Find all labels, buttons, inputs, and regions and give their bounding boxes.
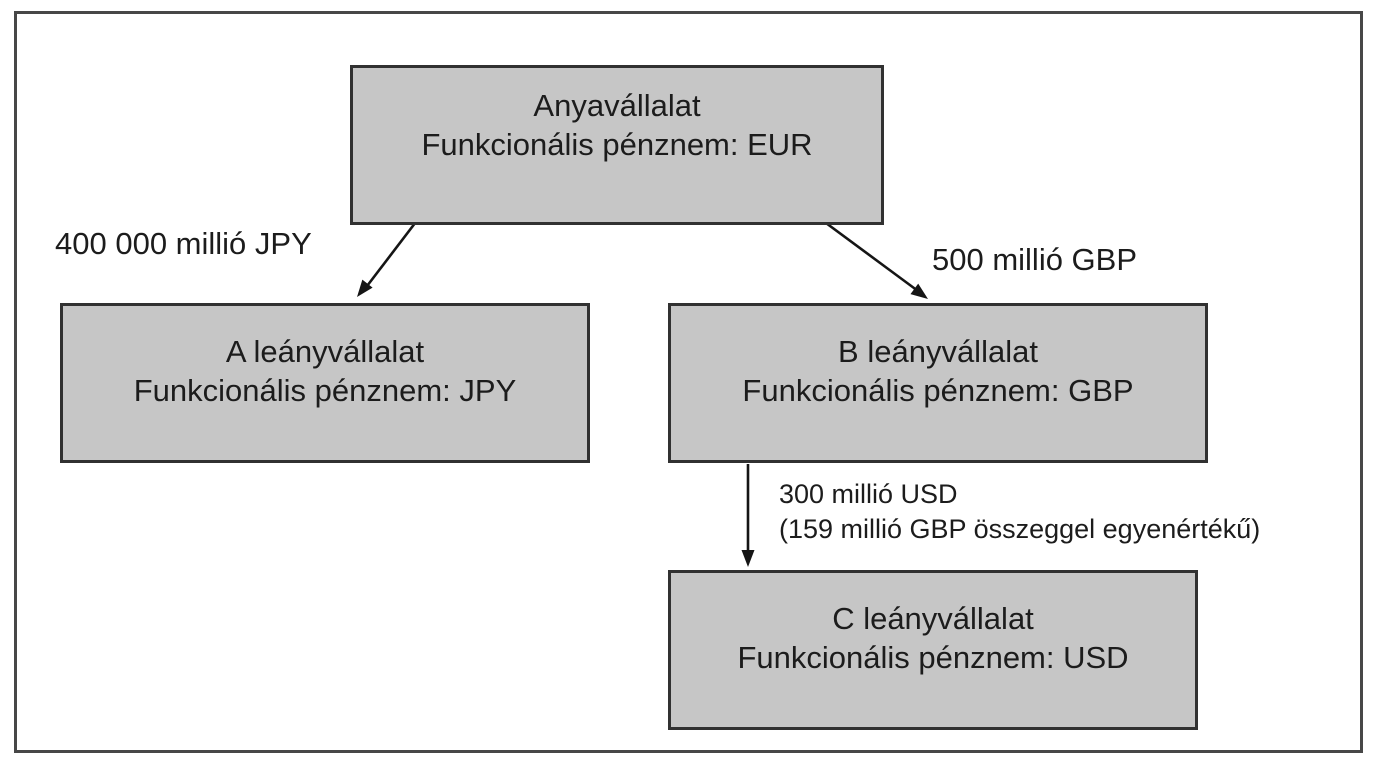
node-subsidiary-c-subtitle: Funkcionális pénznem: USD bbox=[737, 640, 1129, 675]
edge-label-parent-to-b: 500 millió GBP bbox=[932, 242, 1138, 277]
node-parent-title: Anyavállalat bbox=[533, 88, 701, 123]
node-parent-subtitle: Funkcionális pénznem: EUR bbox=[421, 127, 813, 162]
node-subsidiary-b: B leányvállalat Funkcionális pénznem: GB… bbox=[668, 303, 1208, 463]
node-subsidiary-b-title: B leányvállalat bbox=[838, 334, 1038, 369]
node-subsidiary-a-subtitle: Funkcionális pénznem: JPY bbox=[133, 373, 517, 408]
node-subsidiary-a-title: A leányvállalat bbox=[225, 334, 425, 369]
arrowhead-parent-to-a bbox=[357, 279, 373, 297]
node-parent-company: Anyavállalat Funkcionális pénznem: EUR bbox=[350, 65, 884, 225]
edge-label-b-to-c-equivalent: (159 millió GBP összeggel egyenértékű) bbox=[779, 514, 1261, 544]
edge-label-b-to-c: 300 millió USD (159 millió GBP összeggel… bbox=[779, 477, 1260, 547]
diagram-frame bbox=[14, 11, 1363, 753]
edge-label-parent-to-a: 400 000 millió JPY bbox=[55, 226, 312, 261]
node-subsidiary-a: A leányvállalat Funkcionális pénznem: JP… bbox=[60, 303, 590, 463]
node-subsidiary-b-subtitle: Funkcionális pénznem: GBP bbox=[742, 373, 1134, 408]
arrowhead-parent-to-b bbox=[910, 283, 928, 299]
node-subsidiary-c-title: C leányvállalat bbox=[832, 601, 1034, 636]
edge-label-b-to-c-amount: 300 millió USD bbox=[779, 479, 958, 509]
node-subsidiary-c: C leányvállalat Funkcionális pénznem: US… bbox=[668, 570, 1198, 730]
arrowhead-b-to-c bbox=[741, 550, 755, 567]
